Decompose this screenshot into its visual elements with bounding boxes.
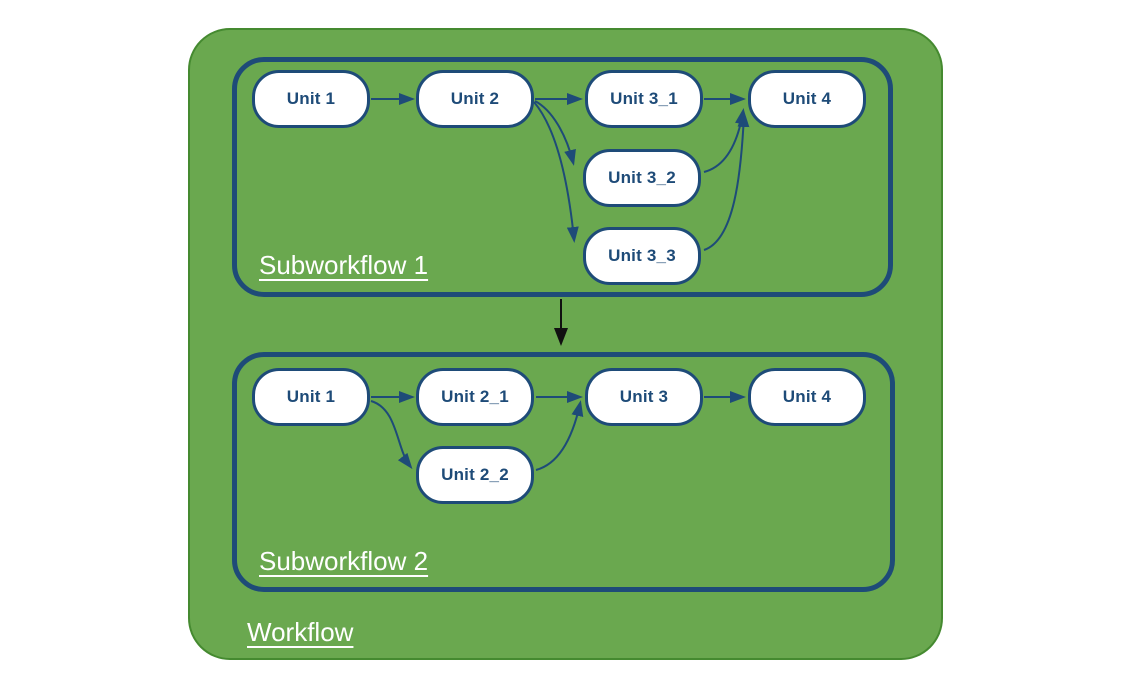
node-s2-unit3: Unit 3 (585, 368, 703, 426)
node-s1-unit2: Unit 2 (416, 70, 534, 128)
subworkflow-1-container (232, 57, 893, 297)
node-s1-unit3_1: Unit 3_1 (585, 70, 703, 128)
node-s1-unit3_3: Unit 3_3 (583, 227, 701, 285)
node-s2-unit2_1: Unit 2_1 (416, 368, 534, 426)
node-s1-unit3_2: Unit 3_2 (583, 149, 701, 207)
subworkflow-2-label: Subworkflow 2 (259, 546, 429, 576)
node-s2-unit4: Unit 4 (748, 368, 866, 426)
workflow-label: Workflow (247, 617, 354, 647)
node-s1-unit4: Unit 4 (748, 70, 866, 128)
node-s2-unit1: Unit 1 (252, 368, 370, 426)
node-s2-unit2_2: Unit 2_2 (416, 446, 534, 504)
node-s1-unit1: Unit 1 (252, 70, 370, 128)
subworkflow-2-container (232, 352, 895, 592)
subworkflow-1-label: Subworkflow 1 (259, 250, 429, 280)
